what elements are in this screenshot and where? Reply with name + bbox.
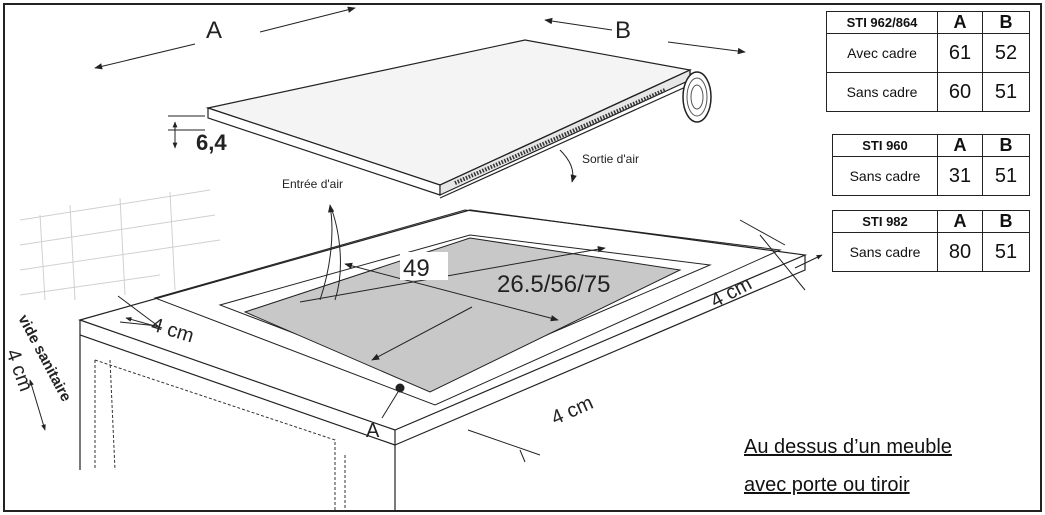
- cooktop: [205, 39, 692, 199]
- value-b: 52: [982, 33, 1030, 73]
- table-header-a: A: [937, 210, 983, 233]
- table-header-b: B: [982, 134, 1030, 157]
- row-label: Sans cadre: [832, 232, 938, 272]
- table-header-b: B: [982, 11, 1030, 34]
- value-a: 31: [937, 156, 983, 196]
- table-row: Sans cadre 80 51: [832, 232, 1030, 272]
- clearance-side-label: 4 cm: [1, 346, 36, 394]
- value-a: 60: [937, 72, 983, 112]
- dim-b-label: B: [615, 17, 631, 44]
- air-in-label: Entrée d'air: [282, 177, 343, 191]
- table-row: Avec cadre 61 52: [826, 33, 1030, 73]
- cable-reel: [682, 71, 712, 123]
- dimension-table-sti-962-864: STI 962/864 A B Avec cadre 61 52 Sans ca…: [826, 11, 1030, 112]
- dimension-table-sti-960: STI 960 A B Sans cadre 31 51: [832, 134, 1030, 196]
- air-flow-arrows: [319, 149, 577, 301]
- value-b: 51: [982, 72, 1030, 112]
- wall-tiles: [19, 189, 221, 301]
- thickness-label: 6,4: [196, 130, 227, 155]
- vent-slots: [454, 88, 666, 185]
- table-row: Sans cadre 60 51: [826, 72, 1030, 112]
- table-header-a: A: [937, 11, 983, 34]
- frame-border: [3, 3, 1042, 512]
- dimension-table-sti-982: STI 982 A B Sans cadre 80 51: [832, 210, 1030, 272]
- table-header-b: B: [982, 210, 1030, 233]
- table-model-name: STI 962/864: [826, 11, 938, 34]
- width-49-label: 49: [403, 255, 430, 282]
- table-row: Sans cadre 31 51: [832, 156, 1030, 196]
- caption-line-1: Au dessus d’un meuble: [744, 436, 952, 458]
- clearance-front-label: 4 cm: [548, 392, 597, 430]
- table-model-name: STI 960: [832, 134, 938, 157]
- value-b: 51: [982, 156, 1030, 196]
- air-out-label: Sortie d'air: [582, 152, 639, 166]
- value-a: 61: [937, 33, 983, 73]
- point-a-marker: [395, 383, 405, 393]
- point-a-label: A: [366, 420, 380, 442]
- table-header-a: A: [937, 134, 983, 157]
- row-label: Sans cadre: [826, 72, 938, 112]
- dimension-lines: [29, 6, 823, 463]
- dim-a-label: A: [206, 17, 222, 44]
- value-a: 80: [937, 232, 983, 272]
- row-label: Sans cadre: [832, 156, 938, 196]
- table-model-name: STI 982: [832, 210, 938, 233]
- depth-label: 26.5/56/75: [497, 271, 610, 298]
- caption-line-2: avec porte ou tiroir: [744, 474, 910, 496]
- cabinet-outline: [94, 359, 346, 510]
- row-label: Avec cadre: [826, 33, 938, 73]
- value-b: 51: [982, 232, 1030, 272]
